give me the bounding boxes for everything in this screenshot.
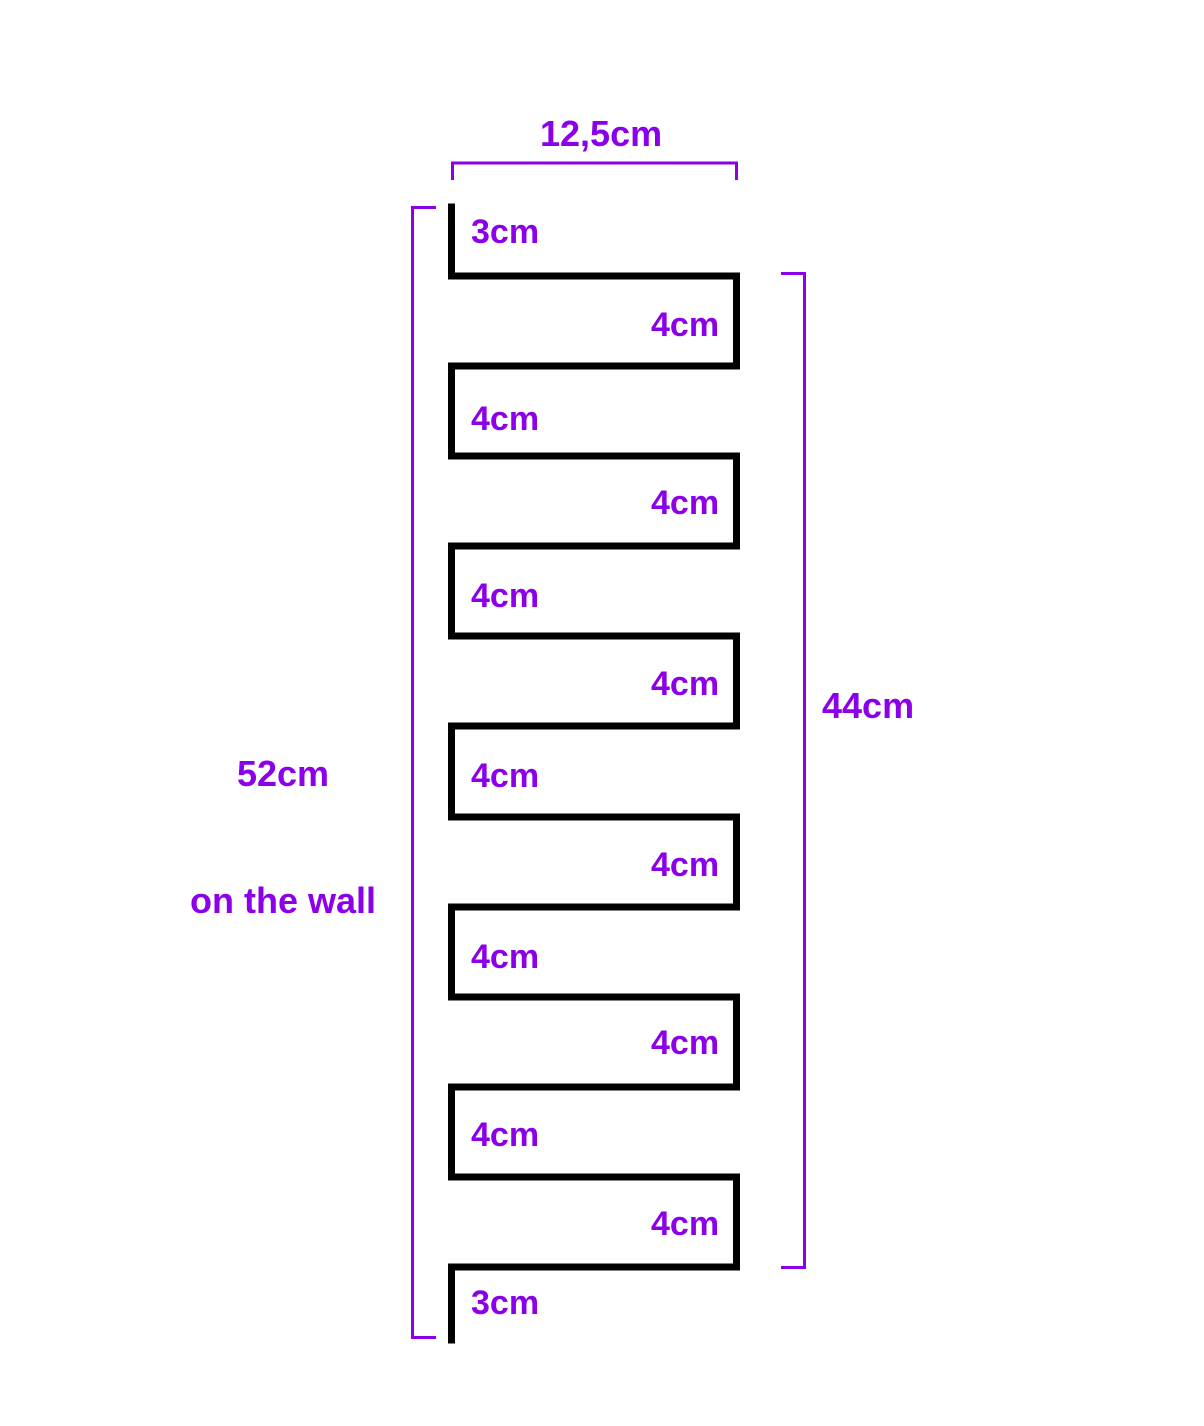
segment-label-12: 4cm (651, 1205, 720, 1243)
segment-3-path (448, 362, 740, 460)
right-bracket-path (781, 272, 806, 1269)
width-dimension-bracket (451, 161, 738, 180)
segment-11-path (448, 1083, 740, 1181)
segment-10-path (448, 993, 740, 1091)
segment-label-6: 4cm (651, 665, 720, 703)
segment-1-path (448, 203, 740, 280)
segment-label-11: 4cm (471, 1116, 540, 1154)
segment-label-1: 3cm (471, 213, 540, 251)
segment-label-4: 4cm (651, 484, 720, 522)
segment-7-path (448, 722, 740, 821)
width-dimension-label: 12,5cm (540, 113, 663, 154)
segment-label-8: 4cm (651, 846, 720, 884)
segment-label-7: 4cm (471, 757, 540, 795)
left-total-value: 52cm (236, 752, 330, 794)
left-total-dimension-label: 52cm on the wall (188, 668, 378, 1008)
segment-6-path (448, 632, 740, 730)
segment-label-2: 4cm (651, 306, 720, 344)
segment-5-path (448, 542, 740, 640)
width-bracket-path (451, 161, 738, 180)
segment-label-13: 3cm (471, 1284, 540, 1322)
left-total-bracket (411, 206, 436, 1339)
segment-4-path (448, 452, 740, 550)
segment-label-5: 4cm (471, 577, 540, 615)
right-total-dimension-label: 44cm (822, 685, 915, 726)
right-total-bracket (781, 272, 806, 1269)
left-total-note: on the wall (189, 880, 376, 922)
segment-label-3: 4cm (471, 400, 540, 438)
left-bracket-path (411, 206, 436, 1339)
strip-outline (448, 203, 740, 1344)
segment-8-path (448, 813, 740, 911)
segment-2-path (448, 272, 740, 370)
segment-12-path (448, 1173, 740, 1271)
segment-label-9: 4cm (471, 938, 540, 976)
segment-label-10: 4cm (651, 1024, 720, 1062)
segment-9-path (448, 903, 740, 1001)
